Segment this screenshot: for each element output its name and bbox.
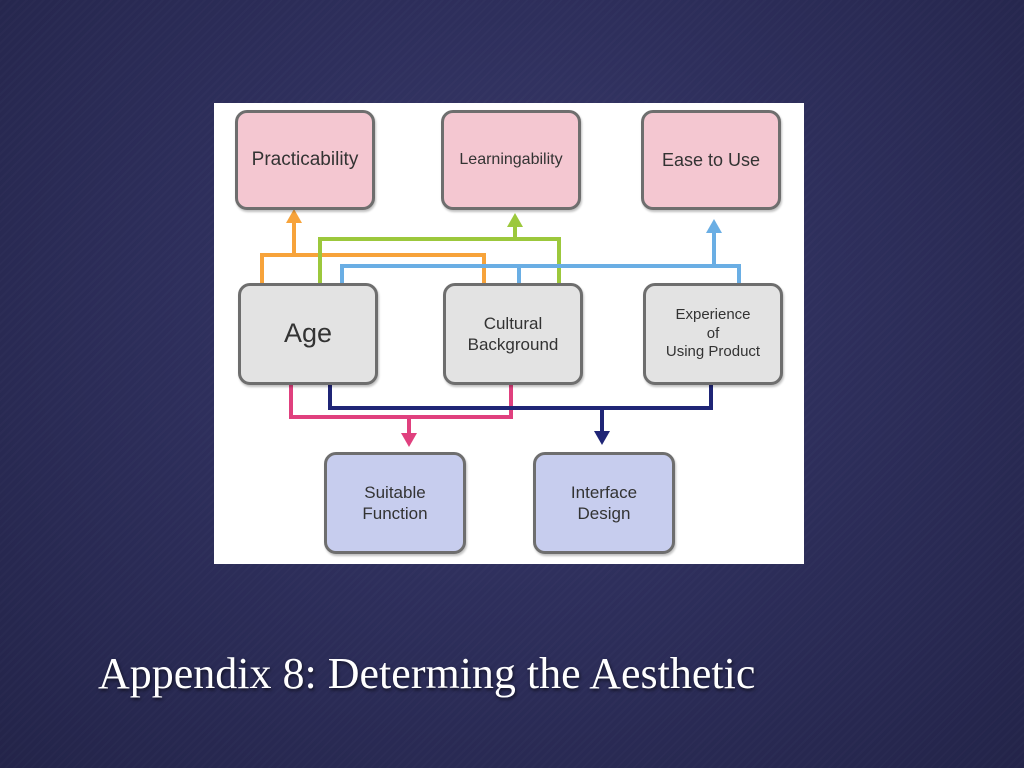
label-age: Age	[283, 318, 333, 349]
connector-navy	[328, 385, 713, 431]
connector-green	[318, 225, 561, 283]
connector-magenta	[289, 385, 513, 433]
arrow-to-learningability	[507, 213, 523, 227]
label-suitable-function: Suitable Function	[362, 482, 428, 523]
box-age: Age	[238, 283, 378, 385]
label-experience: Experience of Using Product	[665, 305, 761, 361]
arrow-to-suitable-function	[401, 433, 417, 447]
box-ease-of-use: Ease to Use	[641, 110, 781, 210]
arrow-to-practicability	[286, 209, 302, 223]
label-ease-of-use: Ease to Use	[661, 149, 761, 170]
box-suitable-function: Suitable Function	[324, 452, 466, 554]
box-learningability: Learningability	[441, 110, 581, 210]
label-learningability: Learningability	[459, 151, 563, 168]
connector-lines	[260, 209, 741, 447]
box-cultural-background: Cultural Background	[443, 283, 583, 385]
arrow-to-ease-of-use	[706, 219, 722, 233]
box-interface-design: Interface Design	[533, 452, 675, 554]
diagram-figure: Practicability Learningability Ease to U…	[214, 103, 804, 564]
label-practicability: Practicability	[251, 149, 359, 171]
box-experience: Experience of Using Product	[643, 283, 783, 385]
label-interface-design: Interface Design	[570, 482, 638, 523]
connector-light-blue	[340, 231, 741, 283]
label-cultural-background: Cultural Background	[467, 313, 559, 354]
arrow-to-interface-design	[594, 431, 610, 445]
box-practicability: Practicability	[235, 110, 375, 210]
slide-caption: Appendix 8: Determing the Aesthetic	[98, 649, 756, 698]
connector-orange	[260, 221, 486, 283]
